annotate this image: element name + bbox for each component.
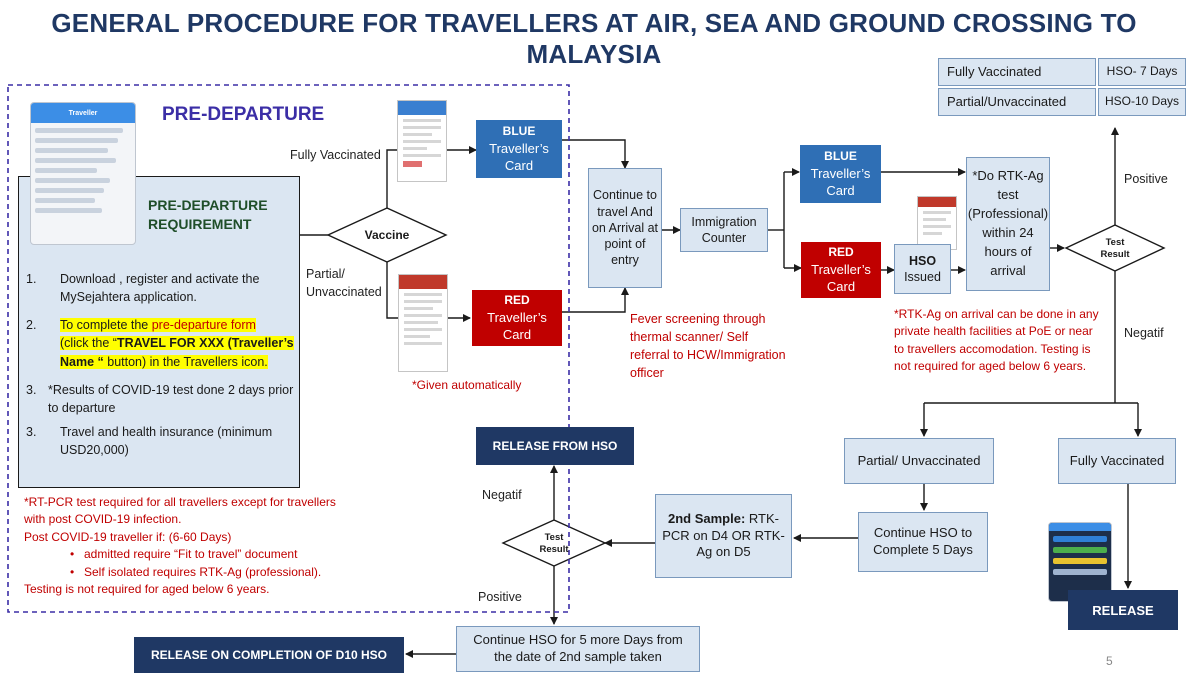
release-from-hso-box: RELEASE FROM HSO <box>476 427 634 465</box>
note-line: *RT-PCR test required for all travellers… <box>24 495 336 527</box>
requirement-list: 1. Download , register and activate the … <box>26 270 294 459</box>
hso-issued-box: HSO Issued <box>894 244 951 294</box>
second-sample-label: 2nd Sample: <box>667 510 746 526</box>
predeparture-notes: *RT-PCR test required for all travellers… <box>24 494 354 598</box>
release-d10-box: RELEASE ON COMPLETION OF D10 HSO <box>134 637 404 673</box>
rtk-ag-test-box: *Do RTK-Ag test (Professional) within 24… <box>966 157 1050 291</box>
list-item: 3. *Results of COVID-19 test done 2 days… <box>26 381 294 417</box>
positive-label: Positive <box>1124 172 1168 186</box>
note-bullet-text: Self isolated requires RTK-Ag (professio… <box>84 564 322 579</box>
hso-document-image <box>917 196 957 250</box>
list-item: 2. To complete the pre-departure form (cl… <box>26 316 294 370</box>
list-item: 1. Download , register and activate the … <box>26 270 294 306</box>
immigration-counter-box: Immigration Counter <box>680 208 768 252</box>
phone-title: Traveller <box>31 103 135 123</box>
list-text: Travel and health insurance (minimum USD… <box>60 424 273 457</box>
table-cell-duration: HSO- 7 Days <box>1106 64 1178 79</box>
table-row: Fully Vaccinated <box>938 58 1096 86</box>
list-item: 3. Travel and health insurance (minimum … <box>26 423 294 459</box>
fever-screening-note: Fever screening through thermal scanner/… <box>630 312 786 381</box>
second-sample-box: 2nd Sample: RTK-PCR on D4 OR RTK-Ag on D… <box>655 494 792 578</box>
requirement-heading-line2: REQUIREMENT <box>148 215 252 232</box>
table-row: Partial/Unvaccinated <box>938 88 1096 116</box>
rtk-ag-note: *RTK-Ag on arrival can be done in any pr… <box>894 307 1099 374</box>
test-result-label-2: Test Result <box>539 532 569 555</box>
step2-text-c: (click the “ <box>60 336 117 351</box>
card-subtitle: Traveller’s Card <box>489 140 549 174</box>
given-automatically-note: *Given automatically <box>412 378 522 392</box>
fully-vaccinated-label: Fully Vaccinated <box>290 148 381 162</box>
requirement-heading: PRE-DEPARTURE REQUIREMENT <box>148 196 268 234</box>
continue-hso-more-days-box: Continue HSO for 5 more Days from the da… <box>456 626 700 672</box>
table-cell-status: Fully Vaccinated <box>947 63 1042 79</box>
note-line: Testing is not required for aged below 6… <box>24 581 270 596</box>
card-subtitle: Traveller’s Card <box>487 309 547 343</box>
fully-vaccinated-box: Fully Vaccinated <box>1058 438 1176 484</box>
red-traveller-card-arrival: RED Traveller’s Card <box>801 242 881 298</box>
list-number: 3. <box>26 424 37 439</box>
release-box: RELEASE <box>1068 590 1178 630</box>
test-result-label: Test Result <box>1100 237 1130 260</box>
issued-label: Issued <box>904 270 941 284</box>
second-sample-text: RTK-PCR on D4 OR RTK-Ag on D5 <box>662 510 785 560</box>
hso-duration-table: Fully Vaccinated HSO- 7 Days Partial/Unv… <box>938 58 1186 116</box>
card-title: RED <box>828 245 854 260</box>
card-subtitle: Traveller’s Card <box>811 261 871 295</box>
vaccine-diamond-label: Vaccine <box>364 228 410 242</box>
partial-unvaccinated-box: Partial/ Unvaccinated <box>844 438 994 484</box>
red-traveller-card: RED Traveller’s Card <box>472 290 562 346</box>
red-card-document-image <box>398 274 448 372</box>
list-number: 2. <box>26 318 37 333</box>
predeparture-heading: PRE-DEPARTURE <box>162 104 325 125</box>
requirement-heading-line1: PRE-DEPARTURE <box>148 197 268 213</box>
page-number: 5 <box>1106 654 1113 668</box>
step2-text-a: To complete the <box>60 318 152 333</box>
vaccine-diamond-shape <box>326 207 448 263</box>
table-cell-status: Partial/Unvaccinated <box>947 93 1067 109</box>
blue-traveller-card-arrival: BLUE Traveller’s Card <box>800 145 881 203</box>
list-text: To complete the pre-departure form (click… <box>60 316 294 370</box>
list-number: 1. <box>26 272 37 286</box>
test-result-diamond-shape <box>1064 224 1166 272</box>
mysejahtera-release-phone <box>1048 522 1112 602</box>
table-row: HSO- 7 Days <box>1098 58 1186 86</box>
page-title: GENERAL PROCEDURE FOR TRAVELLERS AT AIR,… <box>51 8 1137 69</box>
hso-label: HSO <box>908 253 937 268</box>
table-cell-duration: HSO-10 Days <box>1104 94 1180 109</box>
table-row: HSO-10 Days <box>1098 88 1186 116</box>
card-title: BLUE <box>824 149 857 164</box>
continue-travel-box: Continue to travel And on Arrival at poi… <box>588 168 662 288</box>
card-subtitle: Traveller’s Card <box>810 165 871 199</box>
blue-card-document-image <box>397 100 447 182</box>
note-bullet: •admitted require “Fit to travel” docume… <box>24 546 354 563</box>
negatif-label-2: Negatif <box>482 488 522 502</box>
note-bullet: •Self isolated requires RTK-Ag (professi… <box>24 564 354 581</box>
step2-text-e: button) in the Travellers icon. <box>103 354 268 369</box>
positive-label-2: Positive <box>478 590 522 604</box>
card-title: BLUE <box>502 124 536 139</box>
negatif-label: Negatif <box>1124 326 1164 340</box>
card-title: RED <box>504 293 530 308</box>
test-result-diamond-shape-2 <box>501 519 607 567</box>
blue-traveller-card: BLUE Traveller’s Card <box>476 120 562 178</box>
partial-unvaccinated-label: Partial/ Unvaccinated <box>306 267 382 299</box>
list-text: Download , register and activate the MyS… <box>60 272 260 305</box>
list-text: *Results of COVID-19 test done 2 days pr… <box>48 382 294 415</box>
predeparture-dashed-border <box>7 84 570 613</box>
list-number: 3. <box>26 382 37 397</box>
note-bullet-text: admitted require “Fit to travel” documen… <box>84 547 298 562</box>
note-line: Post COVID-19 traveller if: (6-60 Days) <box>24 529 232 544</box>
mysejahtera-phone-screenshot: Traveller <box>30 102 136 245</box>
continue-hso-5-days-box: Continue HSO to Complete 5 Days <box>858 512 988 572</box>
step2-text-b: pre-departure form <box>151 318 256 333</box>
